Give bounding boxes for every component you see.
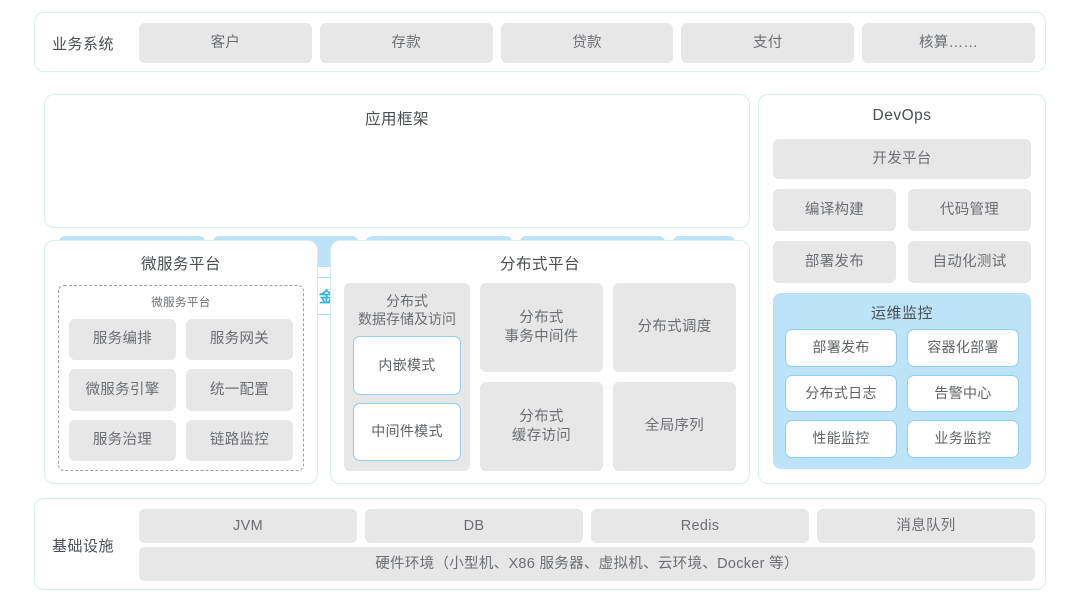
infrastructure-panel: 基础设施 JVM DB Redis 消息队列 硬件环境（小型机、X86 服务器、…	[34, 498, 1046, 590]
business-item-payment[interactable]: 支付	[681, 23, 855, 63]
application-framework-panel: 应用框架 日间联机 日间批量 日终批处理 定时任务 ... 金融行业基础应用框架	[44, 94, 750, 315]
infra-item-hardware-environment[interactable]: 硬件环境（小型机、X86 服务器、虚拟机、云环境、Docker 等）	[139, 547, 1035, 581]
devops-item-deploy-release[interactable]: 部署发布	[773, 241, 896, 283]
dist-item-transaction-middleware[interactable]: 分布式 事务中间件	[480, 283, 603, 372]
devops-item-dev-platform[interactable]: 开发平台	[773, 139, 1031, 179]
distributed-storage-mode-embedded[interactable]: 内嵌模式	[353, 336, 461, 395]
ops-monitoring-title: 运维监控	[870, 305, 933, 322]
business-systems-track: 客户 存款 贷款 支付 核算……	[139, 23, 1035, 63]
infra-item-db[interactable]: DB	[365, 509, 583, 543]
microservice-platform-panel: 微服务平台 微服务平台 服务编排 服务网关 微服务引擎 统一配置 服务治理 链路…	[44, 240, 318, 484]
application-framework-title: 应用框架	[364, 111, 429, 128]
devops-title: DevOps	[872, 107, 932, 124]
dist-item-cache-access[interactable]: 分布式 缓存访问	[480, 382, 603, 471]
business-systems-label: 业务系统	[52, 36, 115, 53]
microservice-grid: 服务编排 服务网关 微服务引擎 统一配置 服务治理 链路监控	[69, 319, 293, 461]
dist-item-scheduling[interactable]: 分布式调度	[613, 283, 736, 372]
devops-item-code-management[interactable]: 代码管理	[908, 189, 1031, 231]
business-item-customer[interactable]: 客户	[139, 23, 312, 63]
infra-item-jvm[interactable]: JVM	[139, 509, 357, 543]
business-systems-panel: 业务系统 客户 存款 贷款 支付 核算……	[34, 12, 1046, 72]
business-item-deposit[interactable]: 存款	[319, 23, 493, 63]
infra-item-redis[interactable]: Redis	[591, 509, 809, 543]
devops-item-automated-testing[interactable]: 自动化测试	[908, 241, 1031, 283]
distributed-storage-title: 分布式 数据存储及访问	[358, 293, 456, 328]
ops-item-deploy-release[interactable]: 部署发布	[785, 329, 897, 367]
ops-item-performance-monitoring[interactable]: 性能监控	[785, 420, 897, 458]
dist-item-global-sequence[interactable]: 全局序列	[613, 382, 736, 471]
micro-item-trace-monitoring[interactable]: 链路监控	[186, 419, 293, 461]
business-item-accounting[interactable]: 核算……	[862, 23, 1035, 63]
ops-item-container-deploy[interactable]: 容器化部署	[907, 329, 1019, 367]
micro-item-service-gateway[interactable]: 服务网关	[186, 319, 293, 361]
micro-item-service-orchestration[interactable]: 服务编排	[69, 319, 176, 361]
distributed-grid: 分布式 事务中间件 分布式调度 分布式 缓存访问 全局序列	[480, 283, 736, 471]
microservice-dashed-group: 微服务平台 服务编排 服务网关 微服务引擎 统一配置 服务治理 链路监控	[58, 285, 304, 471]
infrastructure-track: JVM DB Redis 消息队列	[139, 509, 1035, 543]
ops-item-alert-center[interactable]: 告警中心	[907, 374, 1019, 413]
ops-monitoring-group: 运维监控 部署发布 容器化部署 分布式日志 告警中心 性能监控 业务监控	[773, 293, 1031, 469]
distributed-storage-group: 分布式 数据存储及访问 内嵌模式 中间件模式	[344, 283, 470, 471]
microservice-inner-title: 微服务平台	[151, 297, 211, 309]
infrastructure-label: 基础设施	[52, 538, 115, 555]
business-item-loan[interactable]: 贷款	[500, 23, 674, 63]
micro-item-unified-config[interactable]: 统一配置	[186, 369, 293, 411]
infra-item-message-queue[interactable]: 消息队列	[817, 509, 1035, 543]
microservice-platform-title: 微服务平台	[140, 256, 221, 273]
ops-monitoring-grid: 部署发布 容器化部署 分布式日志 告警中心 性能监控 业务监控	[785, 329, 1019, 458]
micro-item-service-governance[interactable]: 服务治理	[69, 419, 176, 461]
devops-grid: 编译构建 代码管理 部署发布 自动化测试	[773, 189, 1031, 283]
hardware-environment-row: 硬件环境（小型机、X86 服务器、虚拟机、云环境、Docker 等）	[139, 547, 1035, 581]
distributed-platform-panel: 分布式平台 分布式 数据存储及访问 内嵌模式 中间件模式 分布式 事务中间件 分…	[330, 240, 750, 484]
distributed-storage-mode-middleware[interactable]: 中间件模式	[353, 402, 461, 461]
micro-item-microservice-engine[interactable]: 微服务引擎	[69, 369, 176, 411]
devops-panel: DevOps 开发平台 编译构建 代码管理 部署发布 自动化测试 运维监控 部署…	[758, 94, 1046, 484]
ops-item-distributed-log[interactable]: 分布式日志	[785, 374, 897, 413]
distributed-platform-title: 分布式平台	[499, 256, 580, 273]
distributed-platform-body: 分布式 数据存储及访问 内嵌模式 中间件模式 分布式 事务中间件 分布式调度 分…	[344, 283, 736, 471]
ops-item-business-monitoring[interactable]: 业务监控	[907, 420, 1019, 458]
devops-item-compile-build[interactable]: 编译构建	[773, 189, 896, 231]
